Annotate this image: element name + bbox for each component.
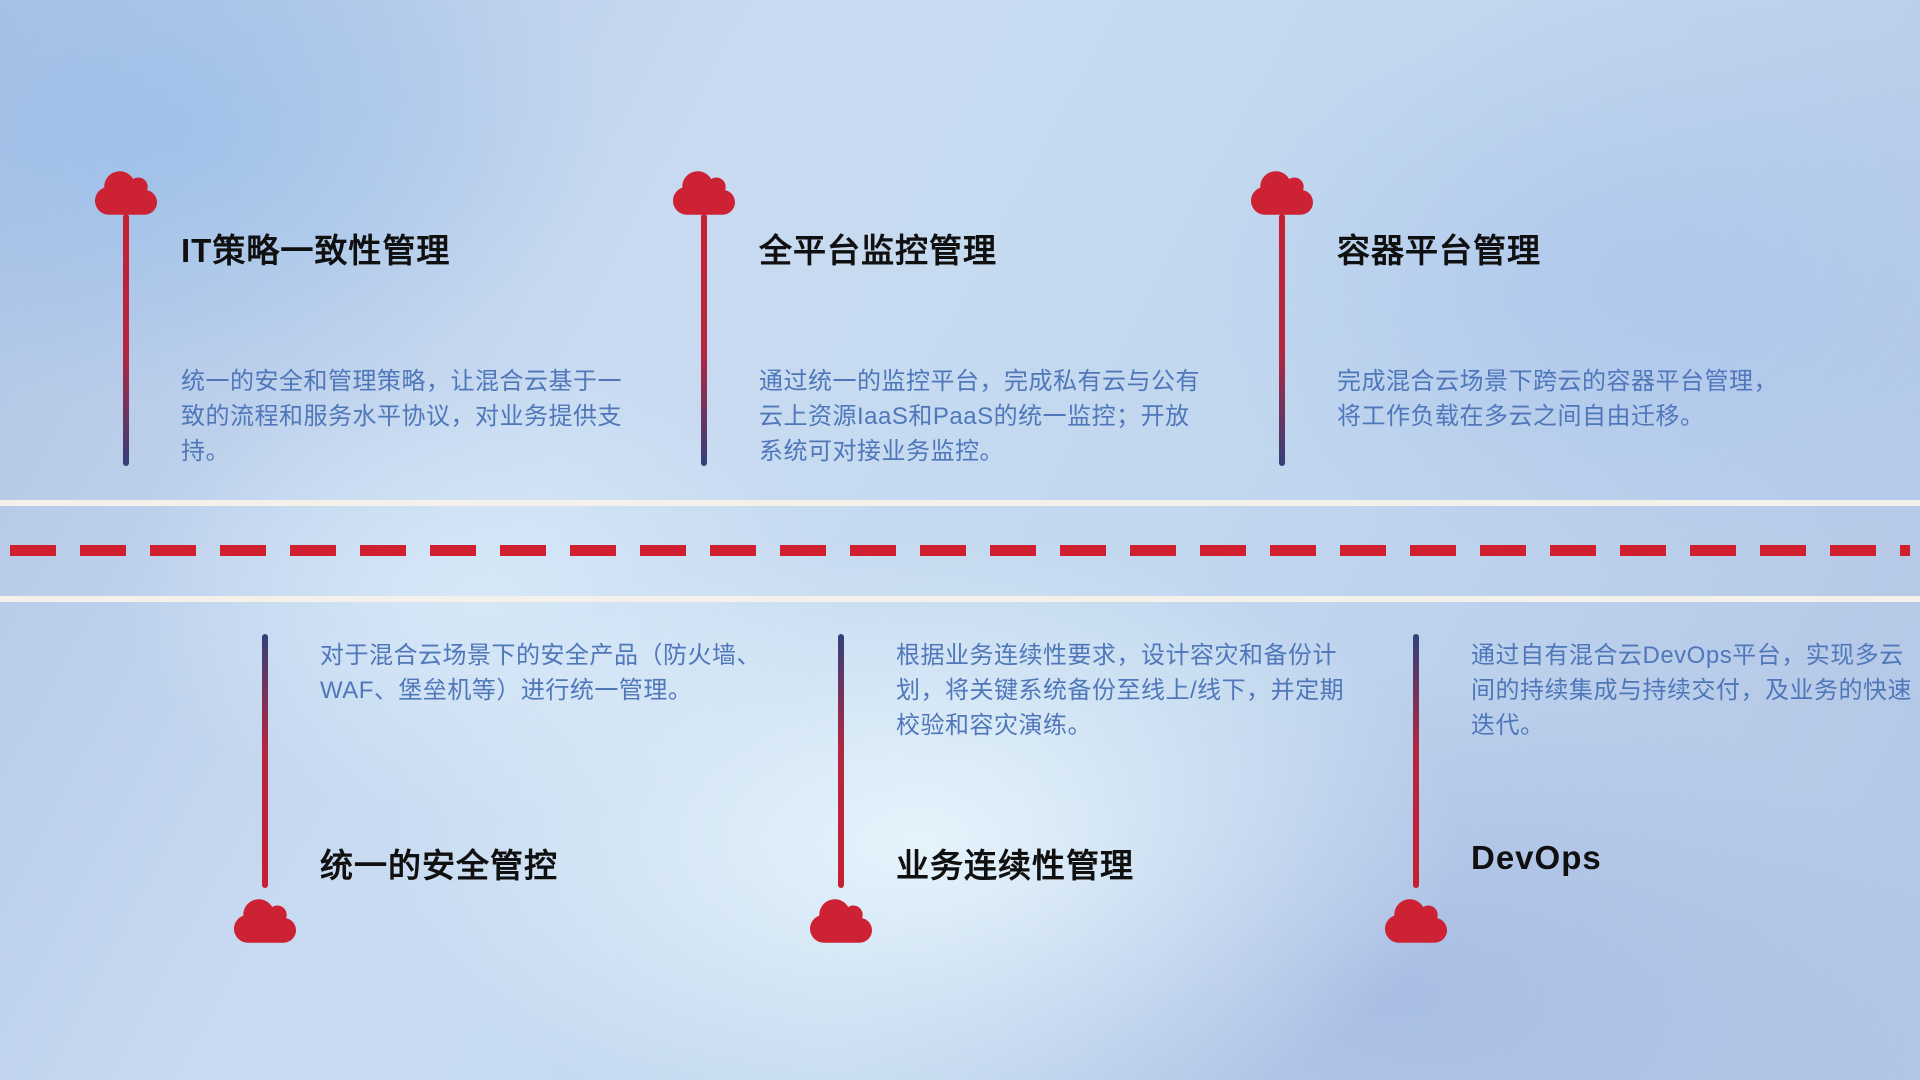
item-description: 统一的安全和管理策略，让混合云基于一致的流程和服务水平协议，对业务提供支持。 [181, 368, 622, 466]
dashed-center-line [10, 545, 1910, 556]
road-line-bottom [0, 596, 1920, 602]
item-description: 对于混合云场景下的安全产品（防火墙、WAF、堡垒机等）进行统一管理。 [320, 642, 761, 705]
item-description: 通过自有混合云DevOps平台，实现多云间的持续集成与持续交付，及业务的快速迭代… [1471, 642, 1912, 740]
timeline-stem [123, 214, 129, 466]
road-line-top [0, 500, 1920, 506]
item-title: 统一的安全管控 [320, 847, 558, 884]
item-title: 容器平台管理 [1337, 232, 1541, 269]
timeline-stem [1413, 634, 1419, 888]
cloud-icon [673, 168, 735, 218]
cloud-icon [810, 896, 872, 946]
item-title: DevOps [1471, 839, 1602, 876]
item-description: 根据业务连续性要求，设计容灾和备份计划，将关键系统备份至线上/线下，并定期校验和… [896, 642, 1345, 740]
timeline-stem [838, 634, 844, 888]
item-description: 通过统一的监控平台，完成私有云与公有云上资源IaaS和PaaS的统一监控；开放系… [759, 368, 1200, 466]
cloud-icon [234, 896, 296, 946]
item-description: 完成混合云场景下跨云的容器平台管理，将工作负载在多云之间自由迁移。 [1337, 368, 1778, 431]
cloud-icon [95, 168, 157, 218]
cloud-icon [1251, 168, 1313, 218]
cloud-icon [1385, 896, 1447, 946]
timeline-stem [1279, 214, 1285, 466]
item-title: IT策略一致性管理 [181, 232, 451, 269]
item-title: 业务连续性管理 [896, 847, 1134, 884]
item-title: 全平台监控管理 [759, 232, 997, 269]
timeline-stem [262, 634, 268, 888]
timeline-stem [701, 214, 707, 466]
